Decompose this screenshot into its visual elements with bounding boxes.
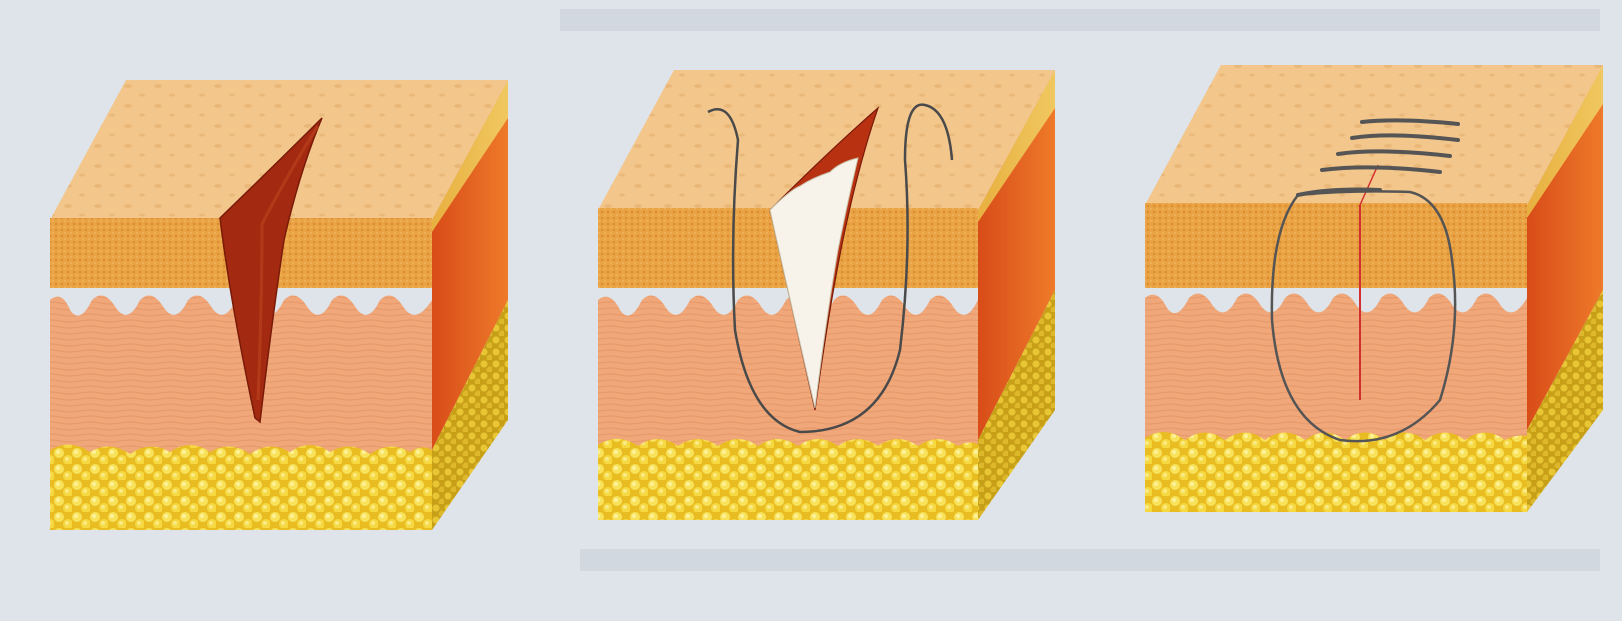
subcutaneous-fat-layer	[1145, 432, 1527, 512]
subcutaneous-fat-layer	[598, 439, 978, 520]
dermis-layer	[598, 296, 978, 456]
subcutaneous-fat-layer	[50, 444, 432, 530]
epidermis-layer	[1145, 203, 1527, 288]
dermis-layer	[1145, 294, 1527, 446]
